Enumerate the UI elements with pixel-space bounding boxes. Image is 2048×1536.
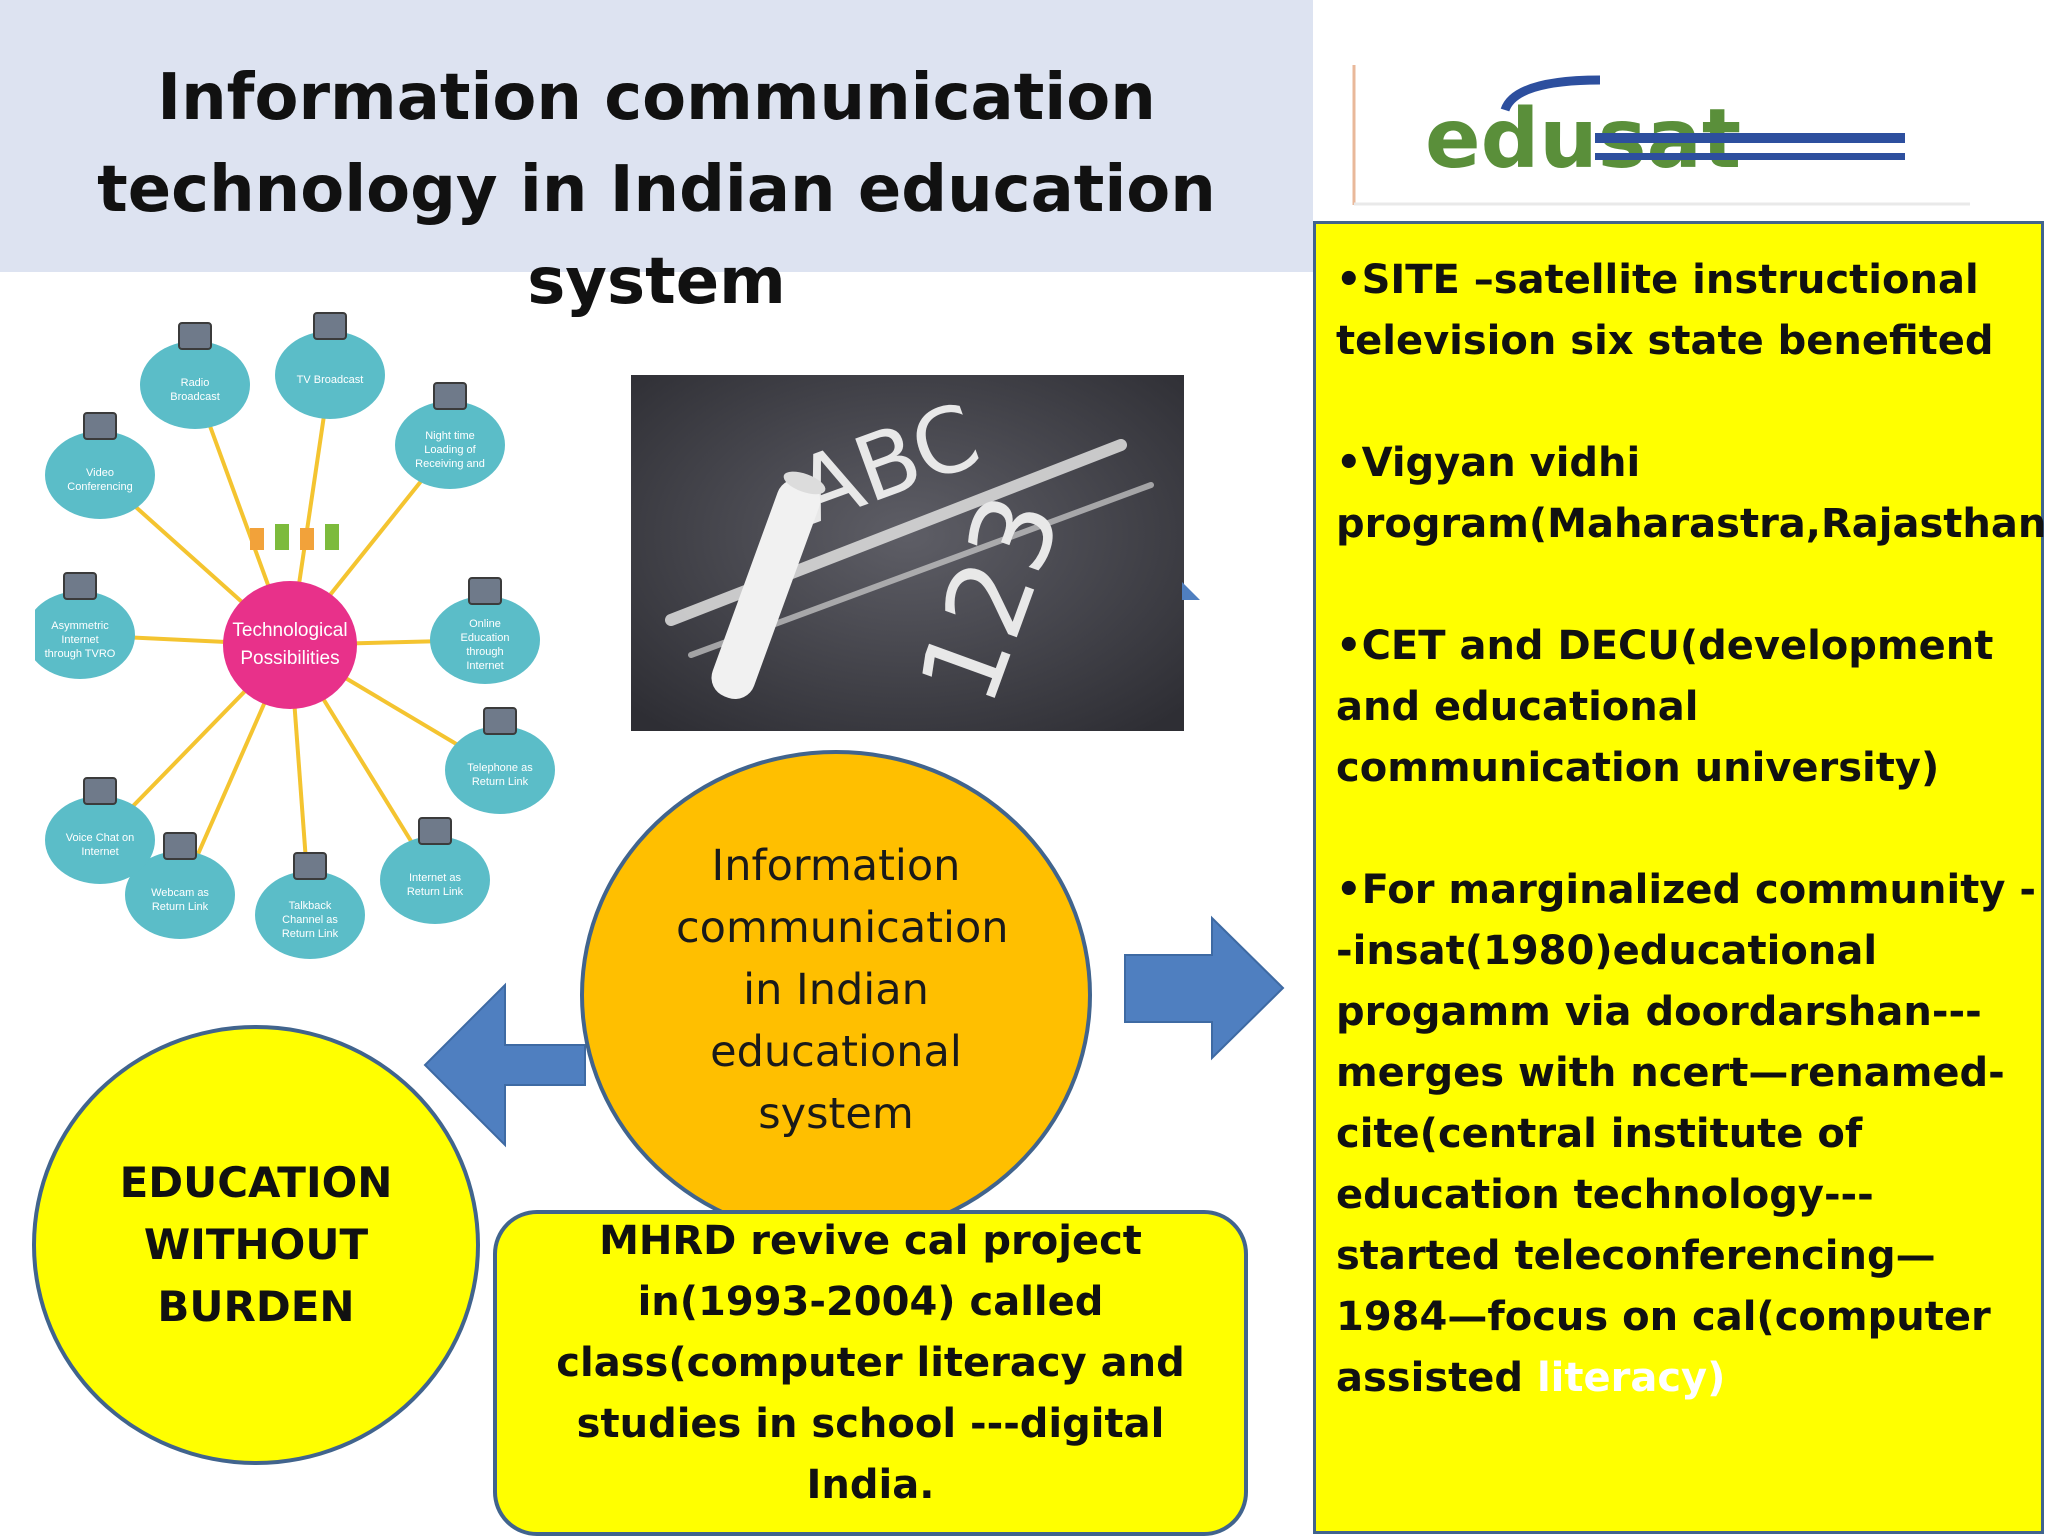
device-icon xyxy=(418,817,452,845)
diagram-node-bubble xyxy=(140,341,250,429)
center-concept-text: Information communication in Indian educ… xyxy=(676,841,1009,1139)
device-icon xyxy=(63,572,97,600)
chalkboard-image: ABC 123 xyxy=(631,375,1184,731)
diagram-node-bubble xyxy=(35,591,135,679)
diagram-node-bubble xyxy=(430,596,540,684)
panel-item-marginalized: •For marginalized community --insat(1980… xyxy=(1336,860,2036,1409)
device-icon xyxy=(163,832,197,860)
slide-title: Information communication technology in … xyxy=(97,61,1216,319)
device-icon xyxy=(83,777,117,805)
mhrd-project-box: MHRD revive cal project in(1993-2004) ca… xyxy=(493,1210,1248,1536)
diagram-node-bubble xyxy=(275,331,385,419)
diagram-hub: Technological Possibilities xyxy=(223,524,357,709)
panel-item-vigyan: •Vigyan vidhi program(Maharastra,Rajasth… xyxy=(1336,440,2048,547)
center-concept-circle: Information communication in Indian educ… xyxy=(580,750,1092,1240)
info-panel: •SITE –satellite instructional televisio… xyxy=(1313,221,2048,1534)
arrow-tip-small xyxy=(1182,582,1200,600)
education-without-burden-text: EDUCATION WITHOUT BURDEN xyxy=(119,1158,393,1331)
svg-text:Possibilities: Possibilities xyxy=(240,648,339,669)
diagram-node-bubble xyxy=(45,796,155,884)
diagram-node-bubble xyxy=(445,726,555,814)
hub-label-line-2: Possibilities xyxy=(240,648,339,669)
panel-item-marginalized-tail: literacy) xyxy=(1536,1355,1726,1401)
diagram-node-bubble xyxy=(380,836,490,924)
hub-label-line-1: Technological xyxy=(232,620,347,641)
diagram-node-bubble xyxy=(45,431,155,519)
mhrd-project-text: MHRD revive cal project in(1993-2004) ca… xyxy=(556,1217,1185,1508)
diagram-node-label: TV Broadcast xyxy=(297,374,364,386)
panel-item-marginalized-main: •For marginalized community --insat(1980… xyxy=(1336,867,2036,1401)
arrow-left xyxy=(423,982,586,1148)
diagram-node: TV Broadcast xyxy=(275,312,385,419)
device-icon xyxy=(313,312,347,340)
panel-item-cet: •CET and DECU(development and educationa… xyxy=(1336,623,1994,791)
education-without-burden-circle: EDUCATION WITHOUT BURDEN xyxy=(32,1025,480,1465)
device-icon xyxy=(468,577,502,605)
svg-text:Technological: Technological xyxy=(232,620,347,641)
chalk-stick xyxy=(711,471,826,700)
info-panel-text: •SITE –satellite instructional televisio… xyxy=(1336,250,2048,1409)
device-icon xyxy=(433,382,467,410)
diagram-node-bubble xyxy=(255,871,365,959)
device-icon xyxy=(483,707,517,735)
device-icon xyxy=(293,852,327,880)
diagram-node-bubble xyxy=(125,851,235,939)
diagram-node-bubble xyxy=(395,401,505,489)
title-band xyxy=(0,0,1313,272)
arrow-right xyxy=(1124,915,1285,1061)
device-icon xyxy=(83,412,117,440)
edusat-logo: edusat xyxy=(1352,65,1970,206)
device-icon xyxy=(178,322,212,350)
panel-item-site: •SITE –satellite instructional televisio… xyxy=(1336,257,1994,364)
